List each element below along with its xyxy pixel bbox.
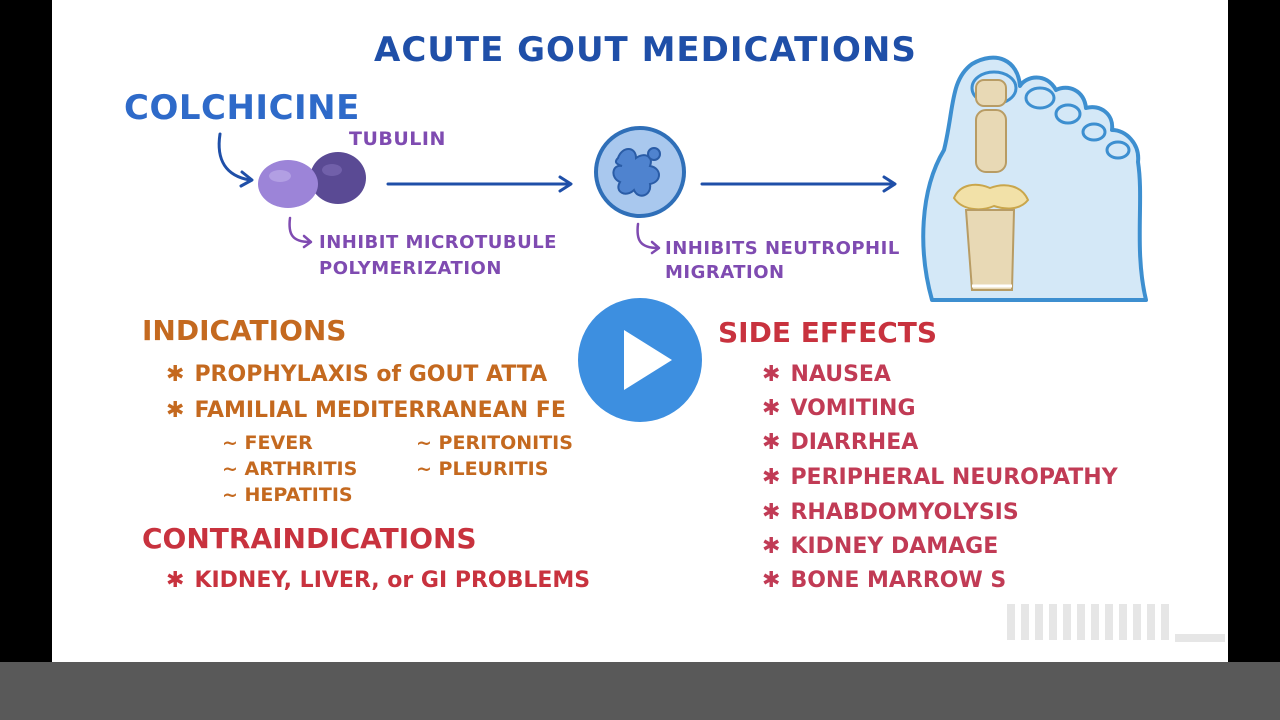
player-control-bar — [0, 662, 1280, 720]
side-effect-item: ✱ KIDNEY DAMAGE — [762, 534, 998, 559]
side-effect-text: PERIPHERAL NEUROPATHY — [790, 465, 1118, 490]
bullet-icon: ✱ — [762, 430, 781, 455]
right-arrow-icon — [386, 175, 573, 193]
bullet-icon: ✱ — [762, 568, 781, 593]
side-effect-item: ✱ RHABDOMYOLYSIS — [762, 500, 1019, 525]
bullet-icon: ✱ — [762, 534, 781, 559]
side-effect-text: DIARRHEA — [790, 430, 919, 455]
slide-title: ACUTE GOUT MEDICATIONS — [374, 30, 917, 70]
bullet-icon: ✱ — [762, 362, 781, 387]
side-effect-item: ✱ NAUSEA — [762, 362, 891, 387]
bullet-icon: ✱ — [762, 465, 781, 490]
side-effects-heading: SIDE EFFECTS — [718, 316, 938, 349]
contraindications-heading: CONTRAINDICATIONS — [142, 522, 477, 555]
side-effect-text: BONE MARROW S — [790, 568, 1007, 593]
contraindication-text: KIDNEY, LIVER, or GI PROBLEMS — [194, 568, 591, 593]
side-effect-item: ✱ VOMITING — [762, 396, 916, 421]
bullet-icon: ✱ — [166, 362, 185, 387]
side-effect-item: ✱ DIARRHEA — [762, 430, 918, 455]
mechanism-2-line-1: INHIBITS NEUTROPHIL — [665, 238, 900, 259]
indications-heading: INDICATIONS — [142, 314, 347, 347]
indication-text: PROPHYLAXIS of GOUT ATTA — [194, 362, 548, 387]
curved-arrow-icon — [217, 132, 254, 188]
side-effect-item: ✱ BONE MARROW S — [762, 568, 1006, 593]
indication-subitem: ~ ARTHRITIS — [222, 458, 358, 480]
contraindication-item: ✱ KIDNEY, LIVER, or GI PROBLEMS — [166, 568, 590, 593]
video-frame: ACUTE GOUT MEDICATIONS COLCHICINE TUBULI… — [52, 0, 1228, 662]
indication-subitem: ~ HEPATITIS — [222, 484, 353, 506]
side-effect-text: KIDNEY DAMAGE — [790, 534, 999, 559]
tubulin-dimer-icon — [258, 152, 366, 208]
side-effect-item: ✱ PERIPHERAL NEUROPATHY — [762, 465, 1118, 490]
side-effect-text: RHABDOMYOLYSIS — [790, 500, 1019, 525]
tubulin-label: TUBULIN — [349, 128, 446, 150]
indication-item: ✱ FAMILIAL MEDITERRANEAN FE — [166, 398, 566, 423]
side-effect-text: VOMITING — [790, 396, 916, 421]
bullet-icon: ✱ — [762, 500, 781, 525]
indication-item: ✱ PROPHYLAXIS of GOUT ATTA — [166, 362, 547, 387]
watermark-graphic — [1007, 604, 1225, 642]
hook-arrow-icon — [636, 222, 661, 255]
hook-arrow-icon — [288, 216, 313, 249]
play-icon — [624, 330, 672, 390]
mechanism-1-line-1: INHIBIT MICROTUBULE — [319, 232, 557, 253]
indication-subitem: ~ FEVER — [222, 432, 313, 454]
bullet-icon: ✱ — [166, 568, 185, 593]
mechanism-2-line-2: MIGRATION — [665, 262, 785, 283]
bullet-icon: ✱ — [762, 396, 781, 421]
neutrophil-cell-icon — [594, 126, 686, 218]
mechanism-1-line-2: POLYMERIZATION — [319, 258, 502, 279]
indication-subitem: ~ PLEURITIS — [416, 458, 549, 480]
bullet-icon: ✱ — [166, 398, 185, 423]
right-arrow-icon — [700, 175, 897, 193]
indication-subitem: ~ PERITONITIS — [416, 432, 573, 454]
play-button[interactable] — [568, 288, 712, 432]
foot-illustration — [921, 55, 1148, 302]
side-effect-text: NAUSEA — [790, 362, 891, 387]
indication-text: FAMILIAL MEDITERRANEAN FE — [194, 398, 566, 423]
drug-name: COLCHICINE — [124, 88, 360, 128]
